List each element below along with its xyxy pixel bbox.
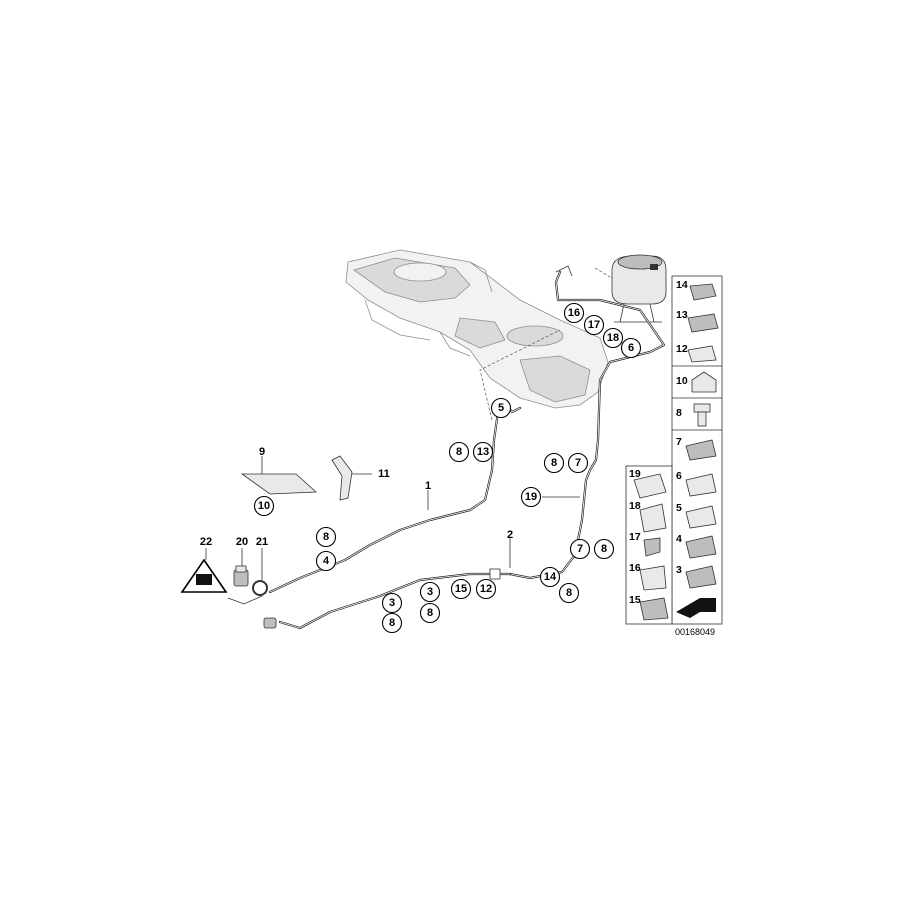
svg-text:17: 17 <box>588 319 600 331</box>
circle-callout-8e: 8 <box>558 582 580 604</box>
svg-text:10: 10 <box>676 375 688 387</box>
circle-callout-8b: 8 <box>543 452 565 474</box>
callout-22: 22 <box>200 536 212 548</box>
svg-text:8: 8 <box>601 543 607 555</box>
heat-shield <box>240 456 317 495</box>
svg-text:7: 7 <box>676 436 682 448</box>
legend-tile-12: 12 <box>676 343 717 363</box>
callout-2: 2 <box>507 529 513 541</box>
callout-1: 1 <box>425 480 431 492</box>
callout-20: 20 <box>236 536 248 548</box>
svg-text:19: 19 <box>629 468 641 480</box>
circle-callout-8g: 8 <box>381 612 403 634</box>
svg-text:18: 18 <box>629 500 641 512</box>
circle-callout-10: 10 <box>253 495 275 517</box>
circle-callout-8f: 8 <box>419 602 441 624</box>
legend-tile-19: 19 <box>629 468 667 499</box>
svg-text:8: 8 <box>427 607 433 619</box>
carbon-canister <box>611 254 667 323</box>
svg-text:7: 7 <box>575 457 581 469</box>
legend-tile-8: 8 <box>676 403 711 427</box>
circle-callout-3a: 3 <box>419 581 441 603</box>
circle-callout-17: 17 <box>583 314 605 336</box>
svg-text:17: 17 <box>629 531 641 543</box>
circle-callout-13: 13 <box>472 441 494 463</box>
fuel-tank <box>345 249 609 409</box>
legend-tile-10: 10 <box>676 371 717 393</box>
svg-text:5: 5 <box>498 402 504 414</box>
legend-tile-4: 4 <box>676 533 717 559</box>
svg-text:14: 14 <box>544 571 557 583</box>
svg-text:16: 16 <box>568 307 580 319</box>
svg-text:12: 12 <box>676 343 688 355</box>
circle-callout-8c: 8 <box>315 526 337 548</box>
svg-text:16: 16 <box>629 562 641 574</box>
legend-tile-3: 3 <box>676 564 717 589</box>
svg-text:18: 18 <box>607 332 619 344</box>
fuel-line-2 <box>263 568 512 630</box>
svg-text:8: 8 <box>676 407 682 419</box>
svg-text:4: 4 <box>323 555 330 567</box>
circle-callout-3b: 3 <box>381 592 403 614</box>
svg-text:19: 19 <box>525 491 537 503</box>
callout-9: 9 <box>259 446 265 458</box>
svg-text:6: 6 <box>628 342 634 354</box>
vent-line <box>508 265 666 580</box>
gasket-ring <box>252 580 268 596</box>
image-code: 00168049 <box>675 627 715 637</box>
svg-text:10: 10 <box>258 500 270 512</box>
svg-text:8: 8 <box>323 531 329 543</box>
svg-text:3: 3 <box>427 586 433 598</box>
svg-text:8: 8 <box>566 587 572 599</box>
callout-21: 21 <box>256 536 268 548</box>
circle-callout-14: 14 <box>539 566 561 588</box>
circle-callout-8d: 8 <box>593 538 615 560</box>
legend-tile-17: 17 <box>629 531 661 557</box>
circle-callout-15: 15 <box>450 578 472 600</box>
svg-text:5: 5 <box>676 502 682 514</box>
circle-callout-16: 16 <box>563 302 585 324</box>
legend-tile-18: 18 <box>629 500 667 533</box>
svg-text:3: 3 <box>676 564 682 576</box>
circle-callout-19: 19 <box>520 486 542 508</box>
svg-text:6: 6 <box>676 470 682 482</box>
svg-text:4: 4 <box>676 533 682 545</box>
legend-tile-6: 6 <box>676 470 717 497</box>
legend-tile-13: 13 <box>676 309 719 333</box>
svg-text:13: 13 <box>477 446 489 458</box>
legend-tile-5: 5 <box>676 502 717 529</box>
parts-legend-panel: 14 13 12 10 8 7 6 5 <box>625 275 723 625</box>
svg-text:14: 14 <box>676 279 688 291</box>
svg-text:15: 15 <box>629 594 641 606</box>
circle-callout-5: 5 <box>490 397 512 419</box>
legend-tile-15: 15 <box>629 594 669 621</box>
svg-text:13: 13 <box>676 309 688 321</box>
circle-callout-18: 18 <box>602 327 624 349</box>
svg-text:15: 15 <box>455 583 467 595</box>
svg-text:8: 8 <box>389 617 395 629</box>
svg-text:12: 12 <box>480 583 492 595</box>
holder-bracket <box>331 455 372 501</box>
svg-text:3: 3 <box>389 597 395 609</box>
svg-text:8: 8 <box>551 457 557 469</box>
filler-cap-screw <box>233 565 249 587</box>
svg-text:7: 7 <box>577 543 583 555</box>
circle-callout-7a: 7 <box>567 452 589 474</box>
legend-tile-7: 7 <box>676 436 717 461</box>
legend-arrow-icon <box>676 598 716 618</box>
svg-text:8: 8 <box>456 446 462 458</box>
callout-11: 11 <box>378 468 390 480</box>
circle-callout-8a: 8 <box>448 441 470 463</box>
circle-callout-6: 6 <box>620 337 642 359</box>
warning-label-triangle <box>180 558 228 593</box>
circle-callout-12: 12 <box>475 578 497 600</box>
legend-tile-14: 14 <box>676 279 717 301</box>
circle-callout-4: 4 <box>315 550 337 572</box>
legend-tile-16: 16 <box>629 562 667 591</box>
circle-callout-7b: 7 <box>569 538 591 560</box>
